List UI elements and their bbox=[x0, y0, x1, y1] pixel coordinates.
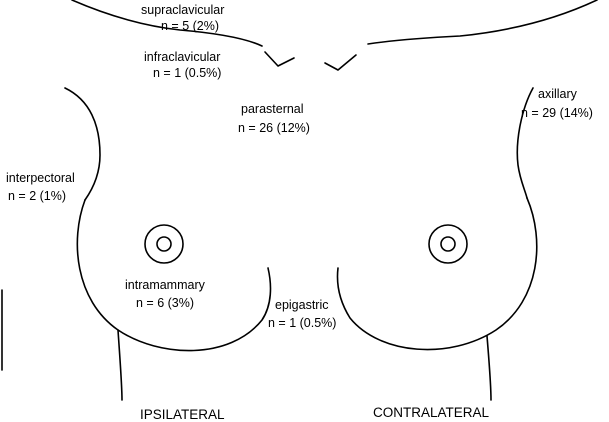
right-torso-side bbox=[486, 335, 492, 401]
axillary-count: n = 29 (14%) bbox=[521, 106, 593, 120]
epigastric-label: epigastric bbox=[275, 298, 329, 312]
supraclavicular-label: supraclavicular bbox=[141, 3, 224, 17]
right-shoulder-line bbox=[367, 0, 598, 45]
right-nipple bbox=[440, 236, 456, 252]
axillary-label: axillary bbox=[538, 87, 578, 101]
interpectoral-count: n = 2 (1%) bbox=[8, 189, 66, 203]
left-clavicle-mark bbox=[264, 51, 295, 67]
interpectoral-label: interpectoral bbox=[6, 171, 75, 185]
right-areola bbox=[428, 224, 468, 264]
left-shoulder-line bbox=[71, 0, 263, 47]
intramammary-count: n = 6 (3%) bbox=[136, 296, 194, 310]
supraclavicular-count: n = 5 (2%) bbox=[161, 19, 219, 33]
infraclavicular-count: n = 1 (0.5%) bbox=[153, 66, 221, 80]
intramammary-label: intramammary bbox=[125, 278, 206, 292]
left-areola bbox=[144, 224, 184, 264]
epigastric-count: n = 1 (0.5%) bbox=[268, 316, 336, 330]
parasternal-count: n = 26 (12%) bbox=[238, 121, 310, 135]
left-breast-outline bbox=[76, 199, 272, 352]
left-torso-side bbox=[117, 329, 123, 401]
right-clavicle-mark bbox=[324, 54, 357, 71]
infraclavicular-label: infraclavicular bbox=[144, 50, 220, 64]
left-nipple bbox=[156, 236, 172, 252]
left-axillary-contour bbox=[64, 87, 101, 201]
ipsilateral-label: IPSILATERAL bbox=[140, 407, 225, 422]
right-breast-outline bbox=[336, 197, 538, 351]
right-axillary-contour bbox=[516, 87, 534, 199]
contralateral-label: CONTRALATERAL bbox=[373, 405, 490, 420]
parasternal-label: parasternal bbox=[241, 102, 304, 116]
